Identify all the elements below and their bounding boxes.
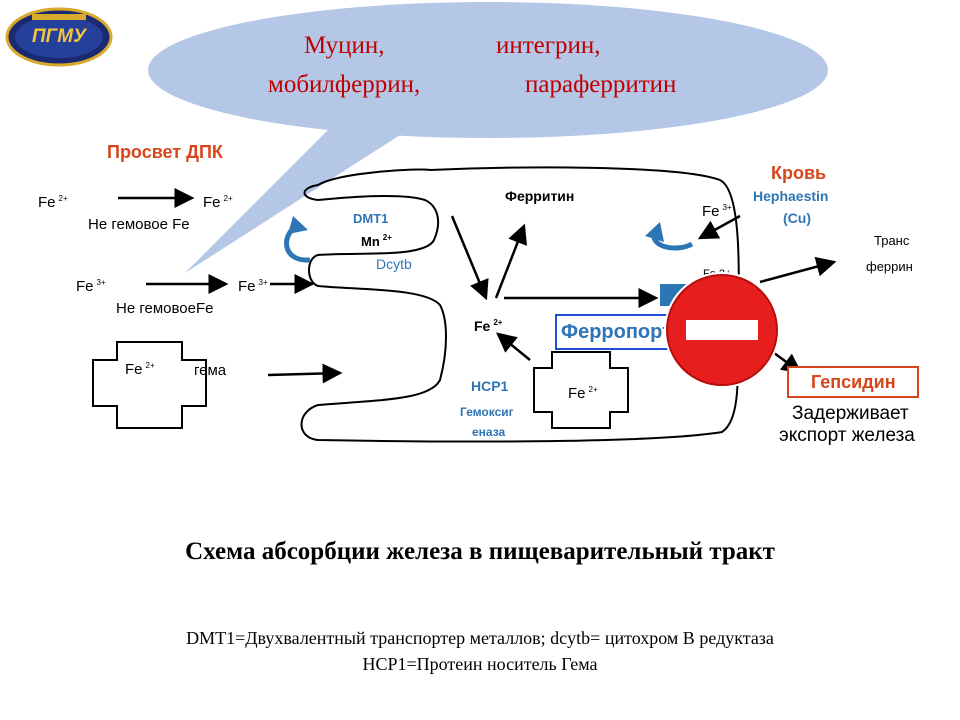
arrow-fe2-to-ferritin [494, 223, 527, 299]
bubble-mobilferrin: мобилферрин, [268, 71, 421, 98]
enterocyte-outline [300, 166, 740, 443]
recycle-arrow-hephaestin [645, 222, 694, 251]
heme-label: гема [194, 362, 227, 379]
dcytb-label: Dcytb [376, 256, 412, 272]
logo-text: ПГМУ [31, 26, 87, 47]
hcp1-label: HCP1 [471, 378, 509, 394]
arrow-dmt1-to-fe2 [450, 215, 489, 301]
lumen-label: Просвет ДПК [107, 142, 223, 162]
transferrin-line1: Транс [874, 233, 910, 248]
speech-bubble [148, 2, 828, 273]
hepcidin-label: Гепсидин [811, 372, 896, 392]
figure-title: Схема абсорбции железа в пищеварительный… [185, 538, 775, 565]
delays-line1: Задерживает [792, 403, 909, 424]
legend-line1: DMT1=Двухвалентный транспортер металлов;… [186, 628, 774, 648]
recycle-arrow-dcytb [284, 216, 311, 263]
ferroportin-box: Ферропортин [555, 314, 685, 350]
university-logo: ПГМУ [4, 6, 114, 68]
heme-cross-cell [533, 351, 629, 429]
ferritin-label: Ферритин [505, 188, 575, 204]
blood-label: Кровь [771, 163, 827, 183]
delays-line2: экспорт железа [779, 425, 915, 446]
non-heme-fe-1: Не гемовое Fe [88, 216, 190, 233]
bubble-integrin: интегрин, [496, 32, 601, 59]
heme-oxygenase-line2: еназа [472, 425, 506, 439]
hephaestin-line1: Hephaestin [753, 188, 829, 204]
heme-cross-lumen [92, 341, 207, 429]
hepcidin-box: Гепсидин [787, 366, 919, 398]
dmt1-label: DMT1 [353, 211, 389, 226]
bubble-paraferritin: параферритин [525, 71, 677, 98]
ferroportin-label: Ферропортин [561, 321, 685, 343]
transferrin-line2: феррин [866, 259, 913, 274]
legend-line2: HCP1=Протеин носитель Гема [362, 654, 598, 674]
fe2-blood-small: Fe 2+ [703, 268, 732, 280]
arrow-to-fe3-blood [697, 214, 741, 240]
non-heme-fe-2: Не гемовоеFe [116, 300, 214, 317]
arrow-to-transferrin [759, 256, 837, 284]
bubble-mucin: Муцин, [304, 32, 385, 59]
arrow-heme-to-fe2 [496, 332, 531, 361]
heme-oxygenase-line1: Гемоксиг [460, 405, 514, 419]
hephaestin-line2: (Cu) [783, 210, 811, 226]
arrow-heme-into-cell [267, 363, 343, 384]
